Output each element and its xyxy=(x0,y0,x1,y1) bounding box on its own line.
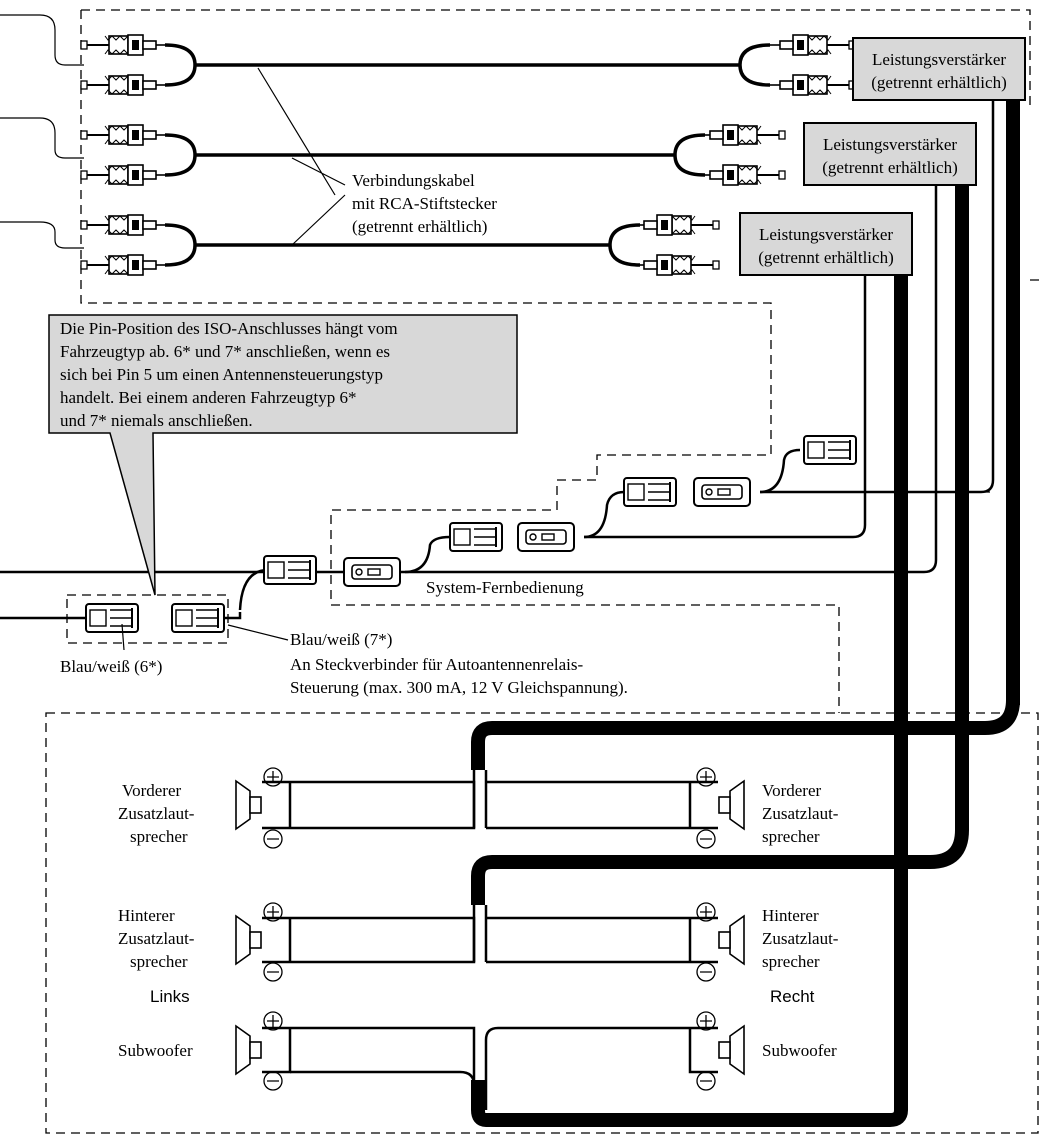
subwoofer-right-label: Subwoofer xyxy=(762,1041,837,1060)
amplifier-sublabel: (getrennt erhältlich) xyxy=(758,248,893,267)
front-left-speaker-label: Vorderer xyxy=(122,781,181,800)
amplifier-label: Leistungsverstärker xyxy=(872,50,1006,69)
amplifier-label: Leistungsverstärker xyxy=(823,135,957,154)
subwoofer-right-icon xyxy=(719,1026,744,1074)
remote-plug-1 xyxy=(263,555,317,585)
amp2-output-wire xyxy=(471,185,969,905)
system-remote-label: System-Fernbedienung xyxy=(426,578,584,597)
rca-label-pointer xyxy=(257,67,346,246)
iso-plug-7 xyxy=(171,603,225,633)
subwoofer-left-label: Subwoofer xyxy=(118,1041,193,1060)
iso-plug-6 xyxy=(85,603,139,633)
rca-cable-3 xyxy=(164,223,641,267)
rear-right-speaker-label: Hinterer xyxy=(762,906,819,925)
cable-lead-1 xyxy=(0,14,84,66)
rear-left-speaker-label: Zusatzlaut- xyxy=(118,929,195,948)
speaker-wiring xyxy=(262,770,718,1110)
front-left-speaker-icon xyxy=(235,780,262,830)
front-left-speaker-label: sprecher xyxy=(130,827,188,846)
blue-white-7-label: Blau/weiß (7*) xyxy=(290,630,392,649)
remote-socket-3 xyxy=(693,477,751,507)
front-right-speaker-label: sprecher xyxy=(762,827,820,846)
right-side-label: Recht xyxy=(770,987,815,1006)
rear-left-speaker-label: Hinterer xyxy=(118,906,175,925)
amplifier-box-2: Leistungsverstärker (getrennt erhältlich… xyxy=(803,122,977,186)
amplifier-box-3: Leistungsverstärker (getrennt erhältlich… xyxy=(739,212,913,276)
remote-wire-3 xyxy=(584,275,867,539)
iso-note-callout: Die Pin-Position des ISO-Anschlusses hän… xyxy=(48,314,518,596)
rca-cable-1 xyxy=(164,43,771,87)
rca-cable-label: (getrennt erhältlich) xyxy=(352,217,487,236)
antenna-relay-note: An Steckverbinder für Autoantennenrelais… xyxy=(290,655,583,674)
remote-plug-4 xyxy=(803,435,857,465)
rear-left-speaker-label: sprecher xyxy=(130,952,188,971)
rca-cable-label: mit RCA-Stiftstecker xyxy=(352,194,497,213)
subwoofer-left-icon xyxy=(235,1025,262,1075)
remote-plug-2 xyxy=(449,522,503,552)
rear-right-speaker-label: sprecher xyxy=(762,952,820,971)
rca-cable-label: Verbindungskabel xyxy=(352,171,475,190)
iso-note-line: Die Pin-Position des ISO-Anschlusses hän… xyxy=(60,319,398,338)
remote-wire-2 xyxy=(0,185,938,574)
iso-note-line: Fahrzeugtyp ab. 6* und 7* anschließen, w… xyxy=(60,342,390,361)
antenna-relay-note: Steuerung (max. 300 mA, 12 V Gleichspann… xyxy=(290,678,628,697)
cable-lead-3 xyxy=(0,221,84,249)
front-right-speaker-label: Vorderer xyxy=(762,781,821,800)
rear-right-speaker-icon xyxy=(719,916,744,964)
remote-chain-wire xyxy=(0,448,801,620)
remote-socket-2 xyxy=(517,522,575,552)
remote-plug-3 xyxy=(623,477,677,507)
amplifier-box-1: Leistungsverstärker (getrennt erhältlich… xyxy=(852,37,1026,101)
iso-note-line: handelt. Bei einem anderen Fahrzeugtyp 6… xyxy=(60,388,356,407)
remote-socket-1 xyxy=(343,557,401,587)
front-right-speaker-icon xyxy=(719,781,744,829)
rear-right-speaker-label: Zusatzlaut- xyxy=(762,929,839,948)
remote-wire-1 xyxy=(760,100,995,494)
front-left-speaker-label: Zusatzlaut- xyxy=(118,804,195,823)
amplifier-sublabel: (getrennt erhältlich) xyxy=(822,158,957,177)
cable-lead-2 xyxy=(0,117,84,159)
rca-cable-2 xyxy=(164,133,706,177)
amplifier-sublabel: (getrennt erhältlich) xyxy=(871,73,1006,92)
rca-section-boundary xyxy=(80,9,1040,713)
iso-section-boundary xyxy=(66,594,229,644)
amp1-output-wire xyxy=(471,100,1020,770)
polarity-markers xyxy=(263,767,716,1091)
iso-note-line: und 7* niemals anschließen. xyxy=(60,411,253,430)
amp3-output-wire xyxy=(471,275,908,1127)
front-right-speaker-label: Zusatzlaut- xyxy=(762,804,839,823)
amplifier-label: Leistungsverstärker xyxy=(759,225,893,244)
speaker-section-boundary xyxy=(45,712,1039,1134)
blue-white-6-label: Blau/weiß (6*) xyxy=(60,657,162,676)
iso-note-line: sich bei Pin 5 um einen Antennensteuerun… xyxy=(60,365,383,384)
rear-left-speaker-icon xyxy=(235,915,262,965)
left-side-label: Links xyxy=(150,987,190,1006)
